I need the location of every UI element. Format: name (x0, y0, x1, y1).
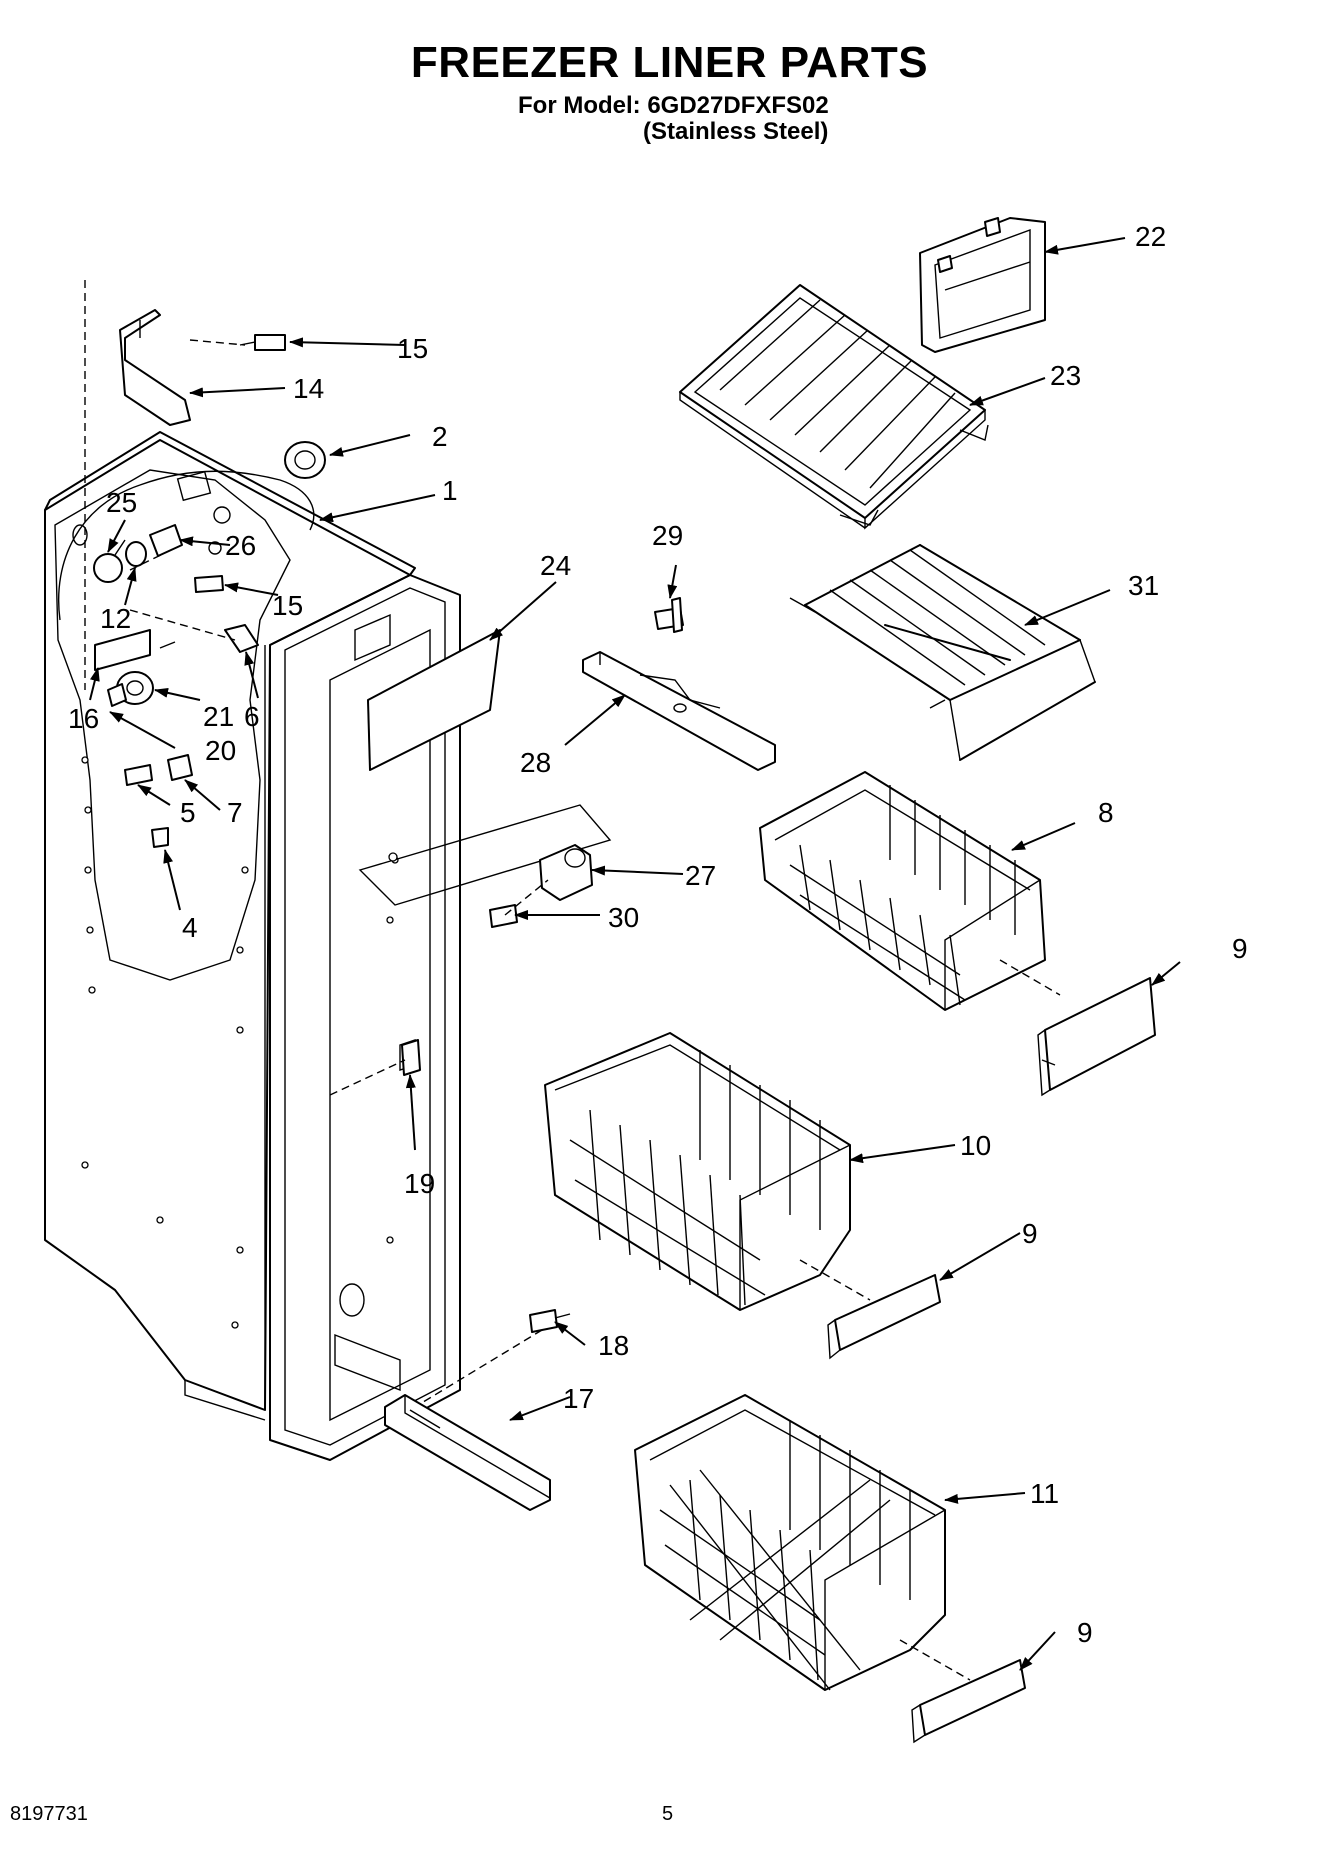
part-27-30-drawing (358, 804, 612, 928)
part-22-drawing (919, 217, 1046, 353)
part-19-drawing (401, 1039, 421, 1076)
part-9-upper-drawing (1044, 977, 1156, 1091)
callout-21: 21 (203, 701, 234, 732)
model-line: For Model: 6GD27DFXFS02 (518, 92, 829, 119)
part-11-basket-drawing (634, 1394, 971, 1691)
callout-22: 22 (1135, 221, 1166, 252)
callout-14: 14 (293, 373, 324, 404)
callout-8: 8 (1098, 797, 1114, 828)
callout-9: 9 (1232, 933, 1248, 964)
part-31-drawing (789, 544, 1096, 761)
callout-23: 23 (1050, 360, 1081, 391)
callout-12: 12 (100, 603, 131, 634)
part-10-basket-drawing (544, 1032, 871, 1311)
freezer-liner-drawing (44, 431, 461, 1461)
part-17-18-drawing (384, 1309, 571, 1511)
page-title: FREEZER LINER PARTS (410, 38, 929, 87)
callout-17: 17 (563, 1383, 594, 1414)
callout-27: 27 (685, 860, 716, 891)
callout-11: 11 (1030, 1478, 1059, 1509)
part-9-middle-drawing (834, 1274, 941, 1351)
callout-7: 7 (227, 797, 243, 828)
callout-29: 29 (652, 520, 683, 551)
part-23-drawing (679, 284, 989, 530)
callout-6: 6 (244, 701, 260, 732)
callout-5: 5 (180, 797, 196, 828)
callout-10: 10 (960, 1130, 991, 1161)
part-8-basket-drawing (759, 771, 1061, 1011)
callout-18: 18 (598, 1330, 629, 1361)
callout-31: 31 (1128, 570, 1159, 601)
callout-25: 25 (106, 487, 137, 518)
callout-9: 9 (1077, 1617, 1093, 1648)
page-number: 5 (662, 1803, 674, 1825)
document-number: 8197731 (10, 1803, 88, 1825)
callout-9: 9 (1022, 1218, 1038, 1249)
finish-line: (Stainless Steel) (643, 118, 829, 145)
callout-20: 20 (205, 735, 236, 766)
callout-numbers: 22 15 14 23 2 1 25 26 29 31 12 15 24 16 … (68, 221, 1248, 1648)
callout-2: 2 (432, 421, 448, 452)
callout-1: 1 (442, 475, 458, 506)
callout-arrows (89, 237, 1181, 1671)
callout-30: 30 (608, 902, 639, 933)
callout-15: 15 (397, 333, 428, 364)
callout-15: 15 (272, 590, 303, 621)
callout-4: 4 (182, 912, 198, 943)
callout-26: 26 (225, 530, 256, 561)
callout-16: 16 (68, 703, 99, 734)
part-9-lower-drawing (919, 1659, 1026, 1736)
control-components-drawing (84, 280, 326, 848)
part-28-29-drawing (582, 597, 776, 771)
callout-19: 19 (404, 1168, 435, 1199)
callout-28: 28 (520, 747, 551, 778)
callout-24: 24 (540, 550, 571, 581)
